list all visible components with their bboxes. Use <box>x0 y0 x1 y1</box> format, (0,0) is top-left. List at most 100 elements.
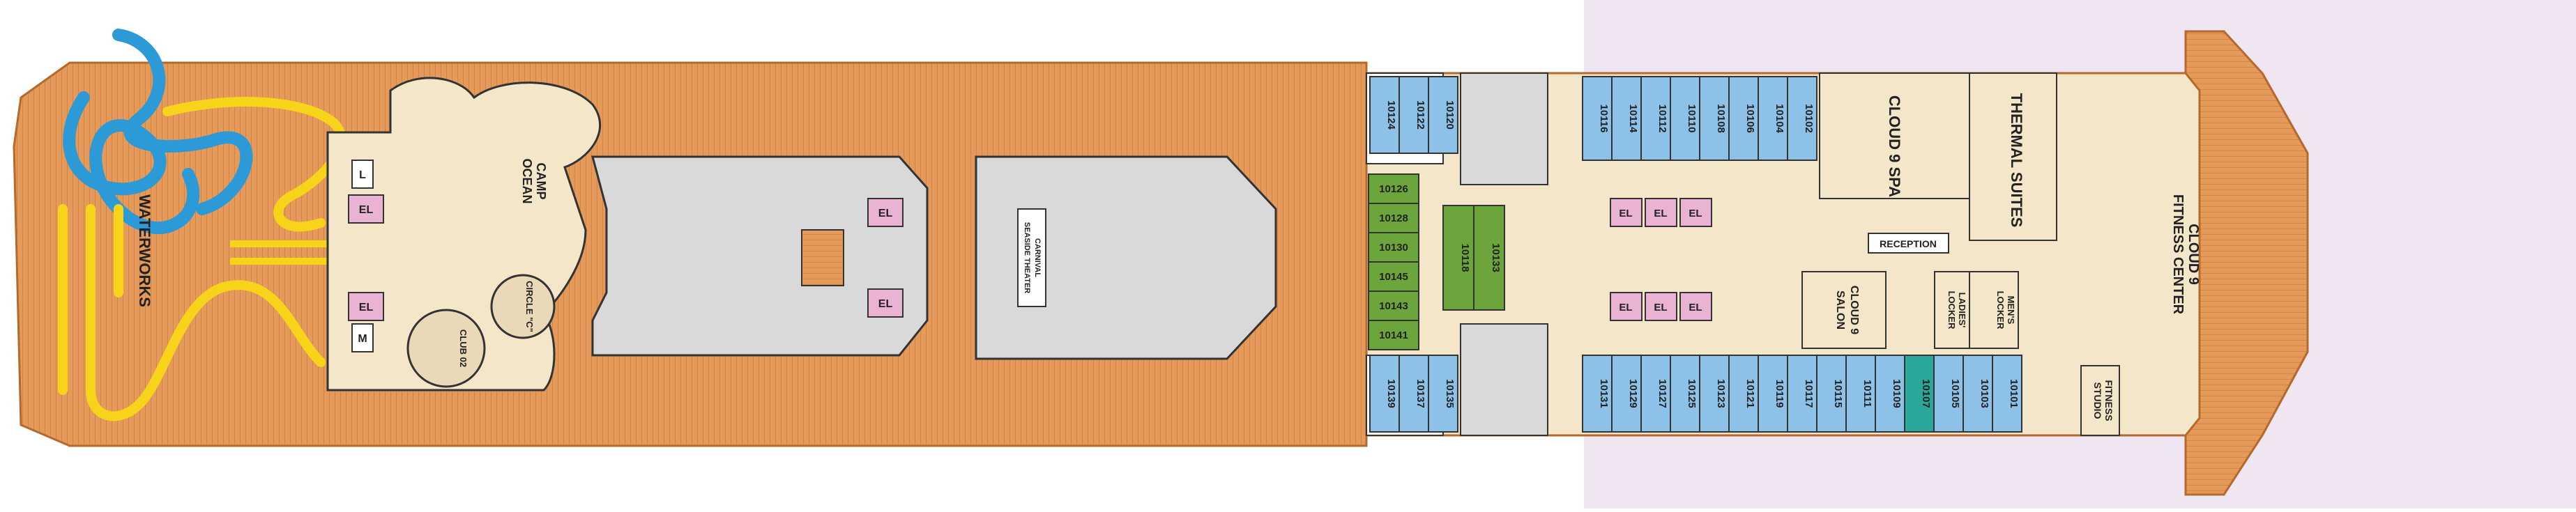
el-mid-2: EL <box>878 298 893 310</box>
cabin-label-10115: 10115 <box>1832 380 1844 408</box>
cabin-label-10120: 10120 <box>1444 100 1456 130</box>
cabin-label-10114: 10114 <box>1627 104 1639 134</box>
cabin-label-10124: 10124 <box>1385 100 1397 130</box>
theater-label-1: CARNIVAL <box>1033 238 1042 277</box>
cabin-10131 <box>1582 355 1613 433</box>
salon-label-1: CLOUD 9 <box>1848 286 1860 334</box>
ladies-locker-label-1: LADIES' <box>1957 293 1967 328</box>
cabin-label-10107: 10107 <box>1920 379 1932 408</box>
cabin-label-10102: 10102 <box>1803 104 1815 133</box>
cabin-10139 <box>1369 355 1400 433</box>
fitness-studio-label-1: FITNESS <box>2103 380 2114 421</box>
cabin-label-10135: 10135 <box>1444 379 1456 408</box>
el-fwd-5: EL <box>1654 302 1667 313</box>
cabin-label-10122: 10122 <box>1415 100 1426 130</box>
cabin-10129 <box>1611 355 1642 433</box>
cabin-label-10118: 10118 <box>1459 244 1471 272</box>
cabin-label-10141: 10141 <box>1379 329 1408 341</box>
cabin-10127 <box>1640 355 1671 433</box>
cabin-10121 <box>1728 355 1759 433</box>
camp-ocean-label-2: OCEAN <box>520 158 534 203</box>
cloud9-salon <box>1801 271 1887 349</box>
cabin-label-10127: 10127 <box>1656 379 1668 408</box>
mens-locker-label-1: MEN'S <box>2006 296 2016 325</box>
cabin-10118 <box>1442 205 1474 311</box>
mens-locker-label-2: LOCKER <box>1995 291 2006 330</box>
cabin-10143 <box>1368 290 1419 321</box>
cabin-10103 <box>1963 355 1993 433</box>
cloud9-spa <box>1819 72 1970 199</box>
cabin-label-10139: 10139 <box>1385 379 1397 408</box>
fitness-center-label-1: CLOUD 9 <box>2186 224 2201 285</box>
gray-block-bottom <box>1460 323 1548 436</box>
cabin-10106 <box>1728 76 1759 161</box>
cabin-10123 <box>1699 355 1730 433</box>
cabin-label-10105: 10105 <box>1949 379 1961 408</box>
cabin-label-10145: 10145 <box>1379 271 1408 283</box>
cabin-10105 <box>1933 355 1964 433</box>
cabin-label-10103: 10103 <box>1979 379 1990 408</box>
el-fwd-3: EL <box>1689 208 1702 219</box>
cabin-10141 <box>1368 320 1419 350</box>
cabins-bottom-fwd: 1010110103101051010710109101111011510117… <box>1582 355 2022 433</box>
cabin-10119 <box>1758 355 1788 433</box>
theater-label-2: SEASIDE THEATER <box>1023 222 1031 294</box>
el-fwd-6: EL <box>1689 302 1702 313</box>
cabin-label-10119: 10119 <box>1774 380 1785 408</box>
gray-block-top <box>1460 72 1548 185</box>
reception-label: RECEPTION <box>1880 238 1937 249</box>
camp-ocean-label-1: CAMP <box>534 163 548 200</box>
cabin-10133 <box>1473 205 1505 311</box>
cabin-label-10111: 10111 <box>1861 380 1873 408</box>
cabin-10109 <box>1875 355 1905 433</box>
cabin-label-10110: 10110 <box>1686 104 1698 133</box>
seaside-theater <box>975 155 1277 360</box>
cabin-label-10117: 10117 <box>1803 380 1815 408</box>
cabin-label-10133: 10133 <box>1490 243 1502 272</box>
ladies-locker <box>1934 271 1970 349</box>
cabin-10137 <box>1398 355 1429 433</box>
stairs-mid <box>801 229 844 286</box>
salon-label-2: SALON <box>1834 290 1846 329</box>
cabin-label-10125: 10125 <box>1686 379 1698 408</box>
cabin-10125 <box>1670 355 1700 433</box>
cabin-label-10104: 10104 <box>1774 104 1785 133</box>
restroom-l-aft: L <box>359 169 366 181</box>
cabin-label-10106: 10106 <box>1744 104 1756 133</box>
el-fwd-4: EL <box>1619 302 1632 313</box>
bow-wood <box>2184 30 2309 496</box>
circle-c-label: CIRCLE "C" <box>524 281 535 332</box>
cabin-label-10109: 10109 <box>1891 379 1903 408</box>
cabins-bottom-aft: 10135 10137 10139 <box>1369 355 1458 433</box>
restroom-m-aft: M <box>358 333 367 345</box>
cabin-10115 <box>1816 355 1847 433</box>
cabin-label-10121: 10121 <box>1744 379 1756 408</box>
ladies-locker-label-2: LOCKER <box>1946 291 1957 330</box>
cloud9-spa-label: CLOUD 9 SPA <box>1886 95 1903 197</box>
cabin-10101 <box>1992 355 2022 433</box>
cabin-10124 <box>1369 76 1400 154</box>
cabin-label-10130: 10130 <box>1379 242 1408 254</box>
el-aft-1: EL <box>359 204 374 216</box>
cabin-label-10129: 10129 <box>1627 379 1639 408</box>
cabin-10145 <box>1368 261 1419 292</box>
thermal-suites <box>1969 72 2057 241</box>
cabin-label-10137: 10137 <box>1415 379 1426 408</box>
el-aft-2: EL <box>359 302 374 313</box>
el-fwd-1: EL <box>1619 208 1632 219</box>
cabin-label-10116: 10116 <box>1598 104 1610 133</box>
cabins-top-aft: 10120 10122 10124 <box>1369 76 1458 154</box>
cabin-10128 <box>1368 203 1419 233</box>
cabin-10116 <box>1582 76 1613 161</box>
cabin-label-10123: 10123 <box>1715 379 1727 408</box>
mens-locker <box>1969 271 2019 349</box>
cabin-10108 <box>1699 76 1730 161</box>
el-fwd-2: EL <box>1654 208 1667 219</box>
kids-club-area: CAMP OCEAN CIRCLE "C" CLUB 02 EL EL M L <box>326 77 602 391</box>
fitness-center-label-2: FITNESS CENTER <box>2170 194 2186 315</box>
fitness-studio <box>2080 365 2120 436</box>
cabin-label-10143: 10143 <box>1379 300 1408 312</box>
cabin-10112 <box>1640 76 1671 161</box>
